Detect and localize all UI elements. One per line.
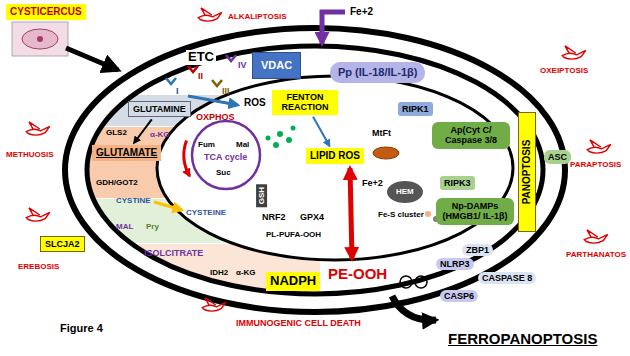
protein-box: ZBP1 — [462, 244, 493, 256]
node-text: NLRP3 — [440, 259, 470, 269]
region-label: ETC — [186, 50, 216, 65]
node-text: ZBP1 — [466, 245, 489, 255]
node-text: FENTON REACTION — [276, 92, 334, 113]
cofactor-label: HEM — [396, 187, 414, 196]
middle-ring — [87, 46, 543, 294]
metabolite-label: Suc — [216, 168, 231, 177]
iron-entry-arrow — [322, 12, 345, 44]
protein-box: CASPASE 8 — [478, 272, 536, 284]
ion-label: Fe+2 — [362, 178, 383, 188]
complex-label: II — [198, 71, 203, 81]
death-label: ALKALIPTOSIS — [228, 12, 287, 21]
oxphos-arrow — [184, 141, 190, 176]
death-label: PARTHANATOS — [566, 250, 626, 259]
protein-box: NLRP3 — [436, 258, 474, 270]
death-label: OXEIPTOSIS — [540, 66, 588, 75]
metabolite-label: Fum — [198, 140, 215, 149]
death-label: IMMUNOGENIC CELL DEATH — [236, 318, 361, 328]
panoptosis-band: PANOPTOSIS — [518, 112, 536, 232]
lipid-label: PL-PUFA-OOH — [266, 230, 321, 239]
metabolite-box: GLUTAMINE — [128, 101, 191, 117]
cofactor-label: Fe-S cluster — [378, 210, 424, 219]
cycle-icons — [400, 276, 427, 288]
node-text: CASPASE 8 — [482, 273, 532, 283]
node-text: PANOPTOSIS — [521, 140, 533, 205]
lipid-label: PE-OOH — [328, 265, 387, 282]
node-text: Pp (IL-18/IL-1β) — [338, 66, 417, 79]
cytokine-box: Pp (IL-18/IL-1β) — [330, 62, 425, 83]
metabolite-label: α-KG — [150, 130, 170, 139]
figure-number: Figure 4 — [60, 322, 103, 335]
node-text: Ap(Cyt C/ Caspase 3/8 — [436, 125, 506, 146]
death-label: EREBOSIS — [18, 262, 59, 271]
node-text: SLCJA2 — [45, 239, 80, 249]
title-box: CYSTICERCUS — [6, 4, 86, 20]
complex-label: III — [222, 86, 230, 96]
apoptosis-box: Ap(Cyt C/ Caspase 3/8 — [432, 122, 510, 149]
reaction-box: FENTON REACTION — [272, 90, 338, 115]
node-text: CYSTICERCUS — [10, 6, 82, 18]
process-label: OXPHOS — [196, 112, 235, 122]
entry-arrow — [66, 48, 118, 70]
metabolite-label: MAL — [116, 222, 133, 231]
heme-icon — [387, 181, 423, 203]
species-label: ROS — [244, 97, 266, 109]
node-text: RIPK1 — [402, 104, 429, 114]
protein-box: CASP6 — [440, 290, 478, 302]
complex-label: IV — [238, 60, 247, 70]
connector-arrow — [134, 119, 152, 143]
node-text: LIPID ROS — [310, 150, 360, 162]
tca-cycle-loop — [192, 121, 260, 189]
node-text: RIPK3 — [444, 178, 471, 188]
outcome-label: FERROPANOPTOSIS — [448, 330, 597, 347]
iron-particles — [266, 126, 296, 149]
cofactor-box: NADPH — [266, 272, 320, 291]
etc-arrow — [188, 96, 238, 105]
mitochondrion-icon — [373, 147, 399, 159]
cystine-arrow — [154, 202, 182, 210]
enzyme-label: GPX4 — [300, 212, 324, 222]
protein-box: ASC — [544, 150, 571, 164]
lipid-peroxide-arrow — [350, 168, 352, 259]
dove-icons — [26, 8, 610, 311]
enzyme-label: IDH2 — [210, 268, 228, 277]
transporter-box: SLCJA2 — [40, 236, 85, 252]
death-label: METHUOSIS — [6, 150, 54, 159]
metabolite-label: ISOLCITRATE — [144, 248, 203, 258]
node-text: Np-DAMPs (HMGB1/ IL-1β) — [440, 201, 510, 222]
node-text: VDAC — [261, 59, 292, 72]
protein-label: NRF2 — [262, 212, 286, 222]
metabolite-box: GLUTAMATE — [92, 145, 161, 161]
outer-ring — [65, 28, 565, 312]
protein-label: MtFt — [372, 128, 391, 138]
node-text: NADPH — [270, 274, 316, 289]
lipid-ros-box: LIPID ROS — [306, 148, 364, 164]
connector-arrow — [313, 117, 329, 146]
node-text: GLUTAMINE — [133, 104, 186, 114]
ion-label: Fe+2 — [350, 6, 373, 18]
protein-box: RIPK3 — [440, 176, 475, 190]
complex-label: I — [176, 86, 179, 96]
metabolite-label: CYSTINE — [116, 196, 151, 205]
metabolite-label: α-KG — [236, 268, 256, 277]
metabolite-label: CYSTEINE — [186, 208, 226, 217]
death-label: PARAPTOSIS — [570, 160, 621, 169]
damps-box: Np-DAMPs (HMGB1/ IL-1β) — [436, 198, 514, 225]
enzyme-label: GDH/GOT2 — [96, 178, 138, 187]
protein-box: RIPK1 — [398, 102, 433, 116]
cycle-label: TCA cycle — [204, 152, 247, 162]
channel-box: VDAC — [252, 52, 301, 79]
enzyme-label: GLS2 — [106, 128, 127, 137]
inner-ring — [157, 76, 513, 260]
node-text: ASC — [548, 152, 567, 162]
metabolite-label: Pry — [146, 222, 159, 231]
metabolite-label: Mal — [236, 140, 249, 149]
outcome-arrow — [392, 296, 436, 320]
node-text: CASP6 — [444, 291, 474, 301]
node-text: GLUTAMATE — [96, 147, 157, 159]
cysticercus-image — [12, 22, 68, 56]
metabolite-label: GSH — [256, 184, 267, 207]
